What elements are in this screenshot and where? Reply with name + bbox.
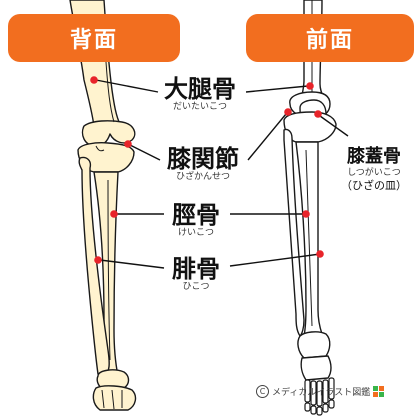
back-view-tab: 背面	[8, 14, 180, 62]
fibula-label: 腓骨 ひこつ	[166, 256, 226, 293]
tibia-front-marker	[302, 210, 310, 218]
knee-joint-name: 膝関節	[167, 145, 239, 173]
femur-name: 大腿骨	[164, 75, 236, 103]
credit-text: メディカルイラスト図鑑	[272, 388, 371, 398]
knee-joint-reading: ひざかんせつ	[175, 172, 230, 182]
front-midfoot	[300, 355, 332, 381]
fibula-back-marker	[94, 256, 102, 264]
patella-label: 膝蓋骨 しつがいこつ （ひざの皿）	[334, 146, 414, 193]
fibula-name: 腓骨	[172, 255, 220, 283]
credit-logo-icon	[373, 386, 385, 397]
femur-label: 大腿骨 だいたいこつ	[160, 76, 240, 113]
knee-back-leader	[127, 143, 161, 161]
knee-back-marker	[124, 140, 132, 148]
tibia-back-marker	[110, 210, 118, 218]
fibula-front-marker	[316, 250, 324, 258]
fibula-reading: ひこつ	[182, 282, 210, 292]
femur-back-marker	[90, 76, 98, 84]
fibula-back-leader	[99, 259, 165, 269]
patella-alt-name: （ひざの皿）	[341, 179, 407, 192]
copyright-credit: C メディカルイラスト図鑑	[256, 385, 385, 398]
tibia-reading: けいこつ	[177, 228, 214, 238]
tibia-name: 脛骨	[172, 201, 220, 229]
femur-reading: だいたいこつ	[172, 102, 227, 112]
knee-front-leader	[247, 113, 287, 161]
front-toes	[304, 377, 335, 416]
knee-front-marker	[284, 108, 292, 116]
knee-joint-label: 膝関節 ひざかんせつ	[162, 146, 244, 183]
front-tarsals	[297, 331, 331, 359]
femur-front-leader	[245, 85, 309, 93]
patella-marker	[314, 110, 322, 118]
tibia-label: 脛骨 けいこつ	[166, 202, 226, 239]
femur-front-marker	[306, 82, 314, 90]
femur-back-leader	[95, 79, 159, 93]
patella-name: 膝蓋骨	[347, 146, 401, 167]
back-ankle-talus	[96, 369, 130, 389]
back-calcaneus	[92, 385, 137, 411]
patella-reading: しつがいこつ	[347, 168, 401, 178]
fibula-front-leader	[229, 253, 321, 267]
front-view-tab: 前面	[246, 14, 414, 62]
front-fibula-bone	[283, 128, 305, 337]
patella-leader	[319, 115, 349, 137]
leader-lines	[95, 79, 349, 269]
markers	[90, 76, 324, 264]
copyright-icon: C	[256, 385, 269, 398]
back-view-details	[95, 61, 123, 410]
